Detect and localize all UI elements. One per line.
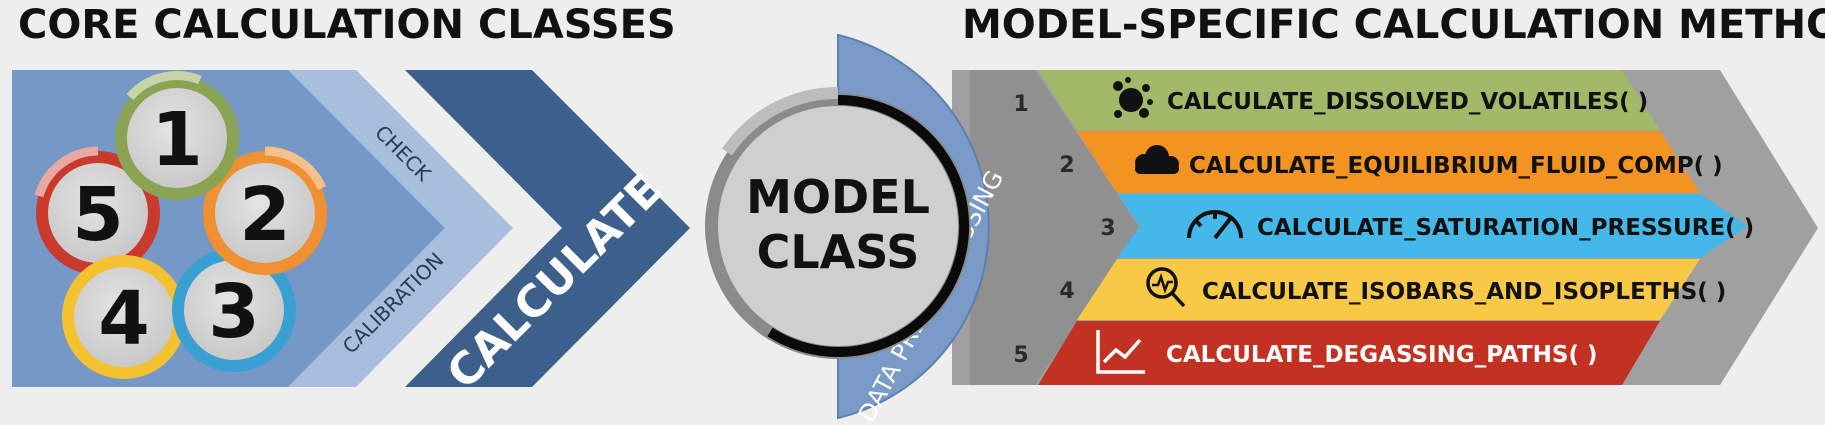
circle-3: 3 xyxy=(172,248,296,372)
splash-icon xyxy=(1113,77,1153,118)
search-chart-icon xyxy=(1146,267,1186,308)
gauge-icon xyxy=(1187,210,1243,240)
circle-3-number: 3 xyxy=(208,269,260,355)
method-row-3-bar xyxy=(1117,194,1748,258)
circle-2: 2 xyxy=(203,146,327,275)
method-num-2: 2 xyxy=(1059,153,1074,178)
left-title: CORE CALCULATION CLASSES xyxy=(18,2,676,48)
circle-5: 5 xyxy=(34,146,160,275)
method-label-5: CALCULATE_DEGASSING_PATHS( ) xyxy=(1166,342,1598,368)
cloud-icon xyxy=(1135,145,1179,174)
ring-highlight xyxy=(722,86,839,156)
method-label-1: CALCULATE_DISSOLVED_VOLATILES( ) xyxy=(1167,89,1648,115)
circle-5-number: 5 xyxy=(72,172,124,258)
numbered-circles: 5 4 3 2 1 xyxy=(34,71,327,379)
circle-1-number: 1 xyxy=(151,97,203,183)
line-chart-icon xyxy=(1096,330,1145,374)
method-row-5-bar xyxy=(1038,321,1660,385)
circle-4: 4 xyxy=(62,255,186,379)
method-label-4: CALCULATE_ISOBARS_AND_ISOPLETHS( ) xyxy=(1202,279,1726,305)
model-class-arc xyxy=(767,95,970,357)
method-num-1: 1 xyxy=(1013,92,1028,117)
method-num-3: 3 xyxy=(1100,216,1115,241)
model-class-line2: CLASS xyxy=(757,225,920,279)
method-row-1-bar xyxy=(1038,70,1660,130)
circle-1: 1 xyxy=(115,71,239,200)
calculate-chevron xyxy=(405,70,690,387)
method-num-4: 4 xyxy=(1059,279,1074,304)
circle-2-number: 2 xyxy=(239,172,291,258)
method-row-4-bar xyxy=(1077,259,1700,320)
right-title: MODEL-SPECIFIC CALCULATION METHODS xyxy=(962,2,1825,48)
method-numbers-chevron xyxy=(970,70,1140,385)
method-row-2-bar xyxy=(1077,131,1700,193)
method-num-5: 5 xyxy=(1013,343,1028,368)
circle-4-number: 4 xyxy=(98,276,150,362)
method-label-2: CALCULATE_EQUILIBRIUM_FLUID_COMP( ) xyxy=(1189,153,1723,179)
model-class-disc xyxy=(718,106,958,346)
model-class-line1: MODEL xyxy=(746,170,930,224)
method-label-3: CALCULATE_SATURATION_PRESSURE( ) xyxy=(1257,215,1754,241)
check-calibration-chevron xyxy=(288,70,513,387)
